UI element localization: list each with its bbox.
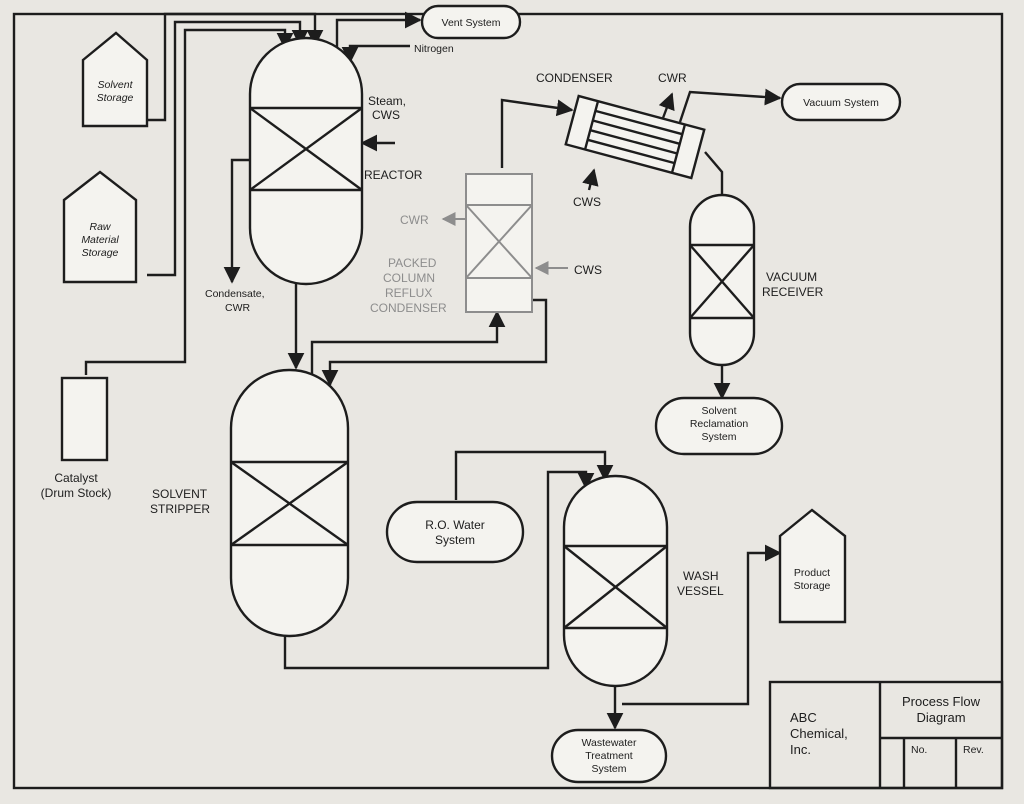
condenser	[564, 94, 706, 180]
line-stripper-to-wash	[283, 470, 595, 670]
packed-column-label-4: CONDENSER	[370, 301, 447, 315]
wastewater-treatment-box	[550, 728, 668, 784]
wastewater-label-2: Treatment	[585, 750, 633, 762]
solvent-stripper	[229, 368, 350, 638]
reactor	[248, 36, 364, 286]
packed-column-label-3: REFLUX	[385, 286, 432, 300]
line-reactor-to-vent	[335, 11, 422, 50]
line-column-to-condenser	[500, 98, 574, 168]
piping	[84, 11, 782, 730]
steam-cws-label-1: Steam,	[368, 94, 406, 108]
vacuum-system-box	[780, 82, 902, 122]
line-condenser-to-vacuum	[678, 88, 782, 123]
line-column-return-to-stripper	[321, 298, 548, 387]
line-solvent-to-reactor	[147, 12, 324, 122]
line-catalyst-to-reactor	[84, 28, 294, 375]
product-storage-tank	[778, 508, 847, 624]
condensate-label-1: Condensate,	[205, 288, 265, 300]
catalyst-label-1: Catalyst	[54, 471, 98, 485]
vacuum-receiver	[688, 193, 756, 367]
solvent-reclamation-box	[654, 396, 784, 456]
vent-system-label: Vent System	[442, 17, 501, 29]
steam-cws-label-2: CWS	[372, 108, 400, 122]
company-name-1: ABC	[790, 710, 817, 725]
line-condenser-cwr	[658, 92, 675, 119]
nitrogen-label: Nitrogen	[414, 43, 454, 55]
wastewater-label-1: Wastewater	[581, 737, 637, 749]
ro-water-label-2: System	[435, 533, 475, 547]
reclamation-label-3: System	[701, 431, 736, 443]
wash-vessel-label-2: VESSEL	[677, 584, 724, 598]
title-block-no-label: No.	[911, 744, 927, 756]
raw-material-storage-tank	[62, 170, 138, 284]
vacuum-receiver-label-1: VACUUM	[766, 270, 817, 284]
product-storage-label-1: Product	[794, 567, 830, 579]
catalyst-drum	[60, 376, 109, 462]
stripper-label-1: SOLVENT	[152, 487, 208, 501]
line-raw-material-to-reactor	[147, 20, 309, 277]
packed-column-label-2: COLUMN	[383, 271, 435, 285]
raw-material-label-3: Storage	[82, 247, 119, 259]
line-condensate-cwr	[223, 158, 250, 284]
ro-water-label-1: R.O. Water	[425, 518, 485, 532]
vent-system-box	[420, 4, 522, 40]
line-ro-water-to-wash	[454, 450, 614, 500]
line-condenser-cws	[582, 168, 599, 191]
catalyst-label-2: (Drum Stock)	[41, 486, 112, 500]
packed-column-label-1: PACKED	[388, 256, 437, 270]
reactor-label: REACTOR	[364, 168, 423, 182]
solvent-storage-tank	[81, 31, 149, 128]
column-cws-label: CWS	[574, 263, 602, 277]
company-name-2: Chemical,	[790, 726, 848, 741]
line-nitrogen-to-reactor	[341, 44, 410, 64]
solvent-storage-label-2: Storage	[97, 92, 134, 104]
line-stripper-to-column	[310, 310, 506, 378]
column-cwr-label: CWR	[400, 213, 429, 227]
line-wash-to-product	[622, 544, 782, 706]
raw-material-label-1: Raw	[89, 221, 111, 233]
raw-material-label-2: Material	[81, 234, 119, 246]
condensate-label-2: CWR	[225, 302, 250, 314]
title-block-rev-label: Rev.	[963, 744, 984, 756]
solvent-storage-label-1: Solvent	[97, 79, 133, 91]
ro-water-system-box	[385, 500, 525, 564]
vacuum-receiver-label-2: RECEIVER	[762, 285, 824, 299]
product-storage-label-2: Storage	[794, 580, 831, 592]
diagram-title-1: Process Flow	[902, 694, 981, 709]
condenser-cws-label: CWS	[573, 195, 601, 209]
condenser-cwr-label: CWR	[658, 71, 687, 85]
vacuum-system-label: Vacuum System	[803, 97, 879, 109]
wash-vessel-label-1: WASH	[683, 569, 719, 583]
title-block	[768, 680, 1004, 790]
stripper-label-2: STRIPPER	[150, 502, 210, 516]
line-condenser-to-receiver	[704, 151, 724, 196]
packed-column	[465, 173, 533, 313]
reclamation-label-2: Reclamation	[690, 418, 749, 430]
reclamation-label-1: Solvent	[701, 405, 736, 417]
sheet-border	[12, 12, 1004, 790]
condenser-label: CONDENSER	[536, 71, 613, 85]
wastewater-label-3: System	[591, 763, 626, 775]
diagram-title-2: Diagram	[916, 710, 965, 725]
labels: Vent System Nitrogen Steam, CWS REACTOR …	[41, 17, 984, 775]
wash-vessel	[562, 474, 669, 688]
company-name-3: Inc.	[790, 742, 811, 757]
